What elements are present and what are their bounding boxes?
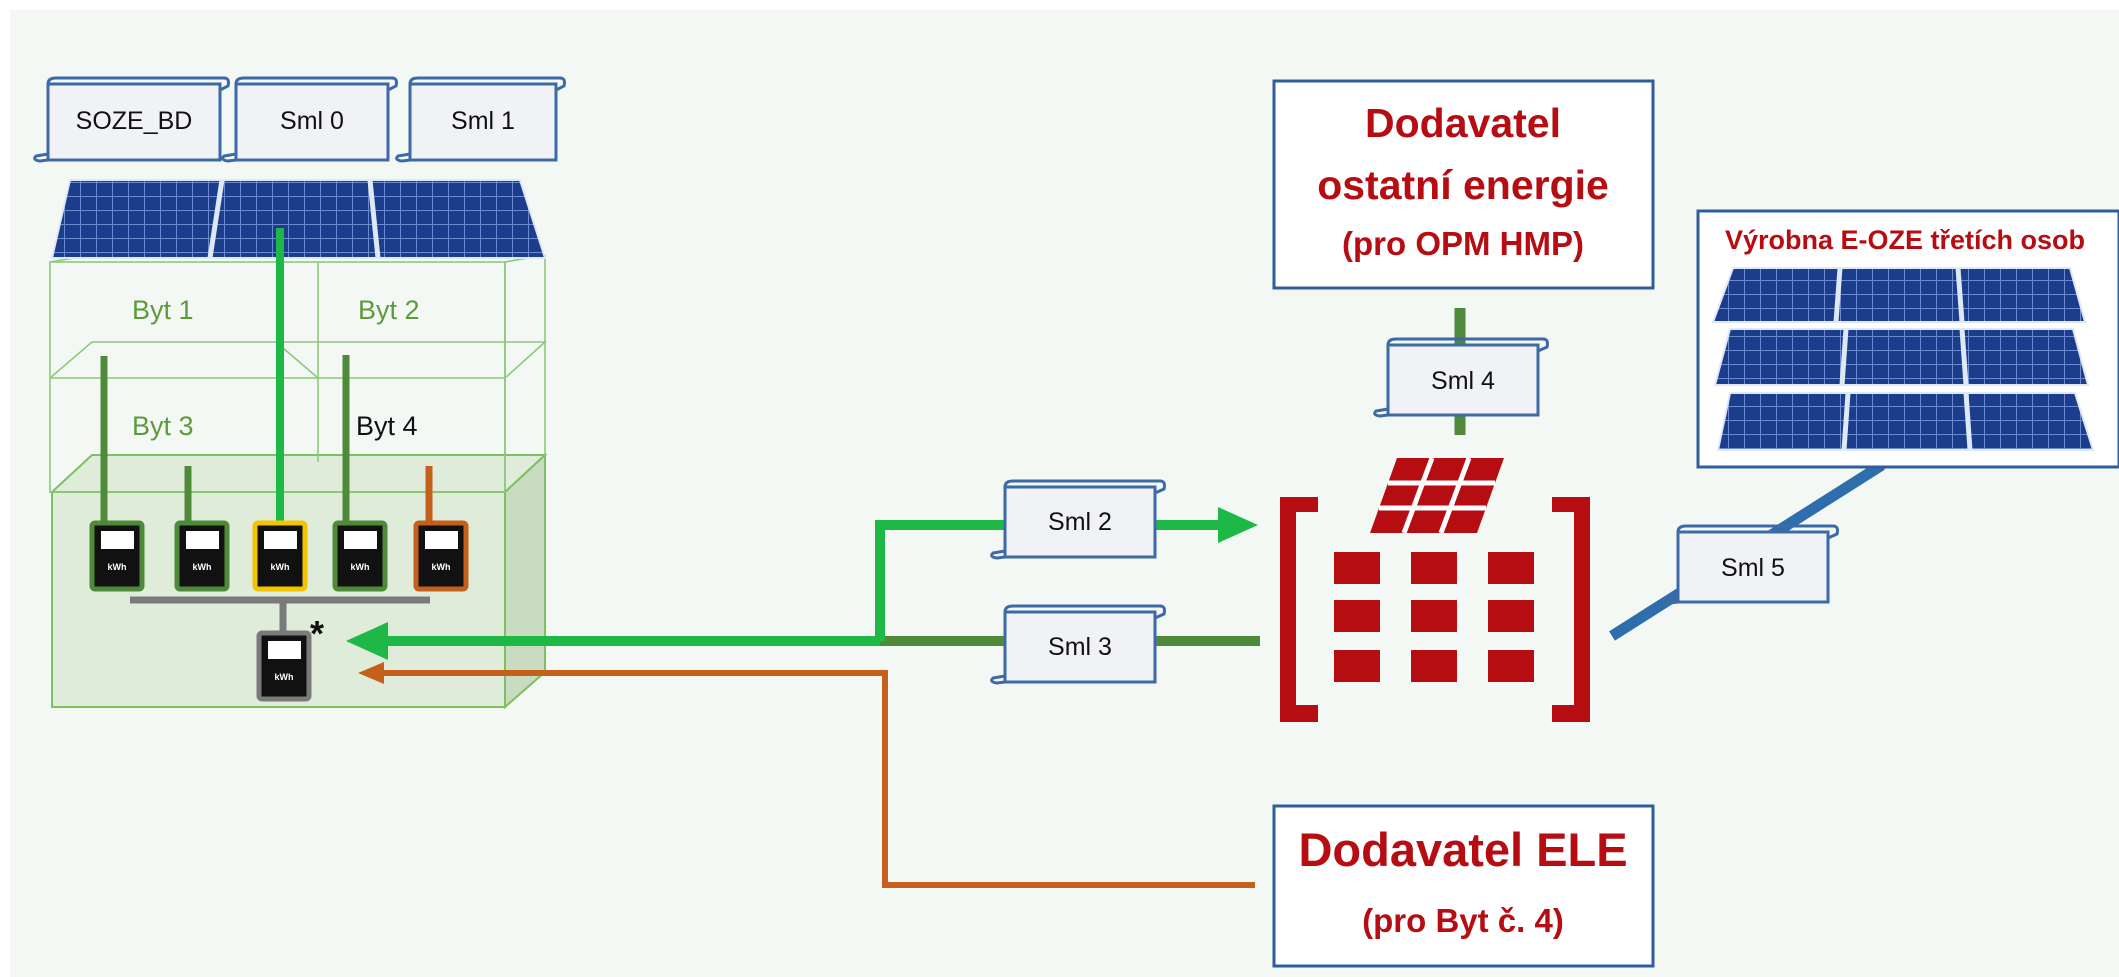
contract-sml0: Sml 0 bbox=[221, 76, 398, 163]
meter-unit: kWh bbox=[275, 672, 294, 682]
contract-sml4: Sml 4 bbox=[1373, 337, 1549, 418]
energy-community-icon bbox=[1280, 457, 1590, 722]
meter-byt2: kWh bbox=[174, 520, 230, 592]
contract-sml5: Sml 5 bbox=[1663, 524, 1839, 605]
supplier-other-energy-box: Dodavatel ostatní energie (pro OPM HMP) bbox=[1272, 79, 1655, 290]
building-wiring bbox=[100, 228, 433, 632]
meter-byt3: kWh bbox=[332, 520, 388, 592]
meter-unit: kWh bbox=[432, 562, 451, 572]
contract-label: Sml 0 bbox=[280, 107, 344, 135]
contract-sml2: Sml 2 bbox=[990, 479, 1166, 560]
supplier-ele-line1: Dodavatel ELE bbox=[1298, 823, 1627, 876]
meter-main-building: kWh bbox=[256, 630, 312, 702]
third-party-solar-panels bbox=[1711, 267, 2095, 451]
roof-solar-panel bbox=[50, 179, 547, 259]
meter-unit: kWh bbox=[193, 562, 212, 572]
supplier-other-line3: (pro OPM HMP) bbox=[1342, 225, 1584, 262]
supplier-ele-line2: (pro Byt č. 4) bbox=[1362, 902, 1564, 939]
contract-label: Sml 3 bbox=[1048, 633, 1112, 661]
meter-byt1: kWh bbox=[89, 520, 145, 592]
byt2-label: Byt 2 bbox=[358, 295, 420, 325]
contract-label: Sml 5 bbox=[1721, 554, 1785, 582]
contract-sml1: Sml 1 bbox=[395, 76, 566, 163]
contract-sml3: Sml 3 bbox=[990, 604, 1166, 685]
contract-label: Sml 2 bbox=[1048, 508, 1112, 536]
third-party-plant-title: Výrobna E-OZE třetích osob bbox=[1725, 225, 2085, 255]
byt1-label: Byt 1 bbox=[132, 295, 194, 325]
ele-supply-line bbox=[358, 662, 1255, 888]
supplier-other-line2: ostatní energie bbox=[1317, 162, 1609, 208]
meter-shared-production: kWh bbox=[252, 520, 308, 592]
contract-label: SOZE_BD bbox=[76, 107, 193, 135]
meter-unit: kWh bbox=[351, 562, 370, 572]
contract-label: Sml 1 bbox=[451, 107, 515, 135]
supplier-ele-box: Dodavatel ELE (pro Byt č. 4) bbox=[1272, 804, 1655, 968]
meter-unit: kWh bbox=[108, 562, 127, 572]
contract-label: Sml 4 bbox=[1431, 367, 1495, 395]
byt3-label: Byt 3 bbox=[132, 411, 194, 441]
byt4-label: Byt 4 bbox=[356, 411, 418, 441]
meter-unit: kWh bbox=[271, 562, 290, 572]
main-meter-asterisk: * bbox=[310, 613, 324, 654]
meter-byt4: kWh bbox=[413, 520, 469, 592]
third-party-plant-box: Výrobna E-OZE třetích osob bbox=[1696, 209, 2119, 469]
contract-soze-bd: SOZE_BD bbox=[33, 76, 230, 163]
supplier-other-line1: Dodavatel bbox=[1365, 100, 1561, 146]
